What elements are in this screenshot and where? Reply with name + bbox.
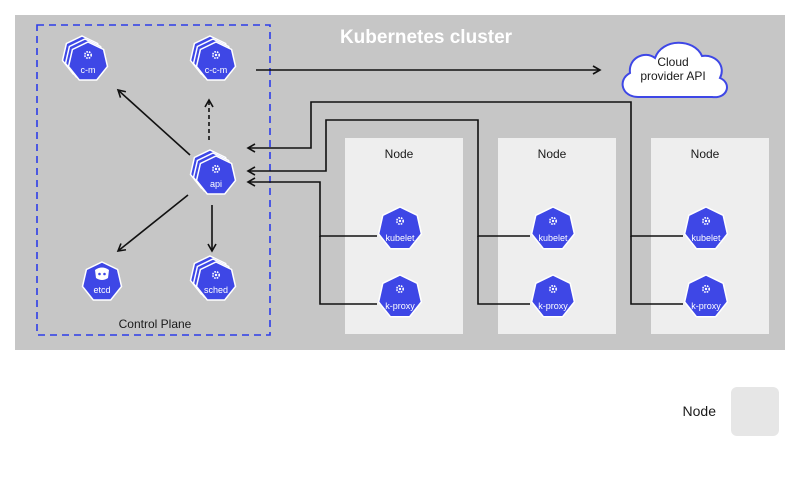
kubelet-label: kubelet [385,233,415,243]
route-node-2 [246,119,530,237]
cloud-icon [621,41,728,99]
legend: Node [683,387,779,436]
node-3-kubelet: kubelet [683,206,729,250]
node-label-3: Node [691,147,720,161]
component-cm: c-m [61,35,109,81]
connections [116,65,683,305]
cloud-label-line1: Cloud [657,55,688,69]
node-1-kubelet: kubelet [377,206,423,250]
legend-label: Node [683,403,717,419]
route-node-2-proxy [477,236,530,305]
legend-swatch [731,387,779,436]
api-label: api [210,179,222,189]
node-3-kproxy: k-proxy [683,274,729,318]
cloud-label-line2: provider API [640,69,705,83]
ccm-label: c-c-m [205,65,228,75]
route-node-1 [246,177,377,237]
node-label-1: Node [385,147,414,161]
arrow-api-to-cm [116,88,191,156]
cm-label: c-m [81,65,96,75]
kproxy-label: k-proxy [385,301,415,311]
node-2-kubelet: kubelet [530,206,576,250]
component-sched: sched [189,255,237,301]
sched-label: sched [204,285,228,295]
etcd-label: etcd [93,285,110,295]
route-node-1-proxy [319,236,377,305]
cluster-title: Kubernetes cluster [340,27,513,48]
control-plane-box [36,24,271,336]
kubelet-label: kubelet [691,233,721,243]
arrow-api-to-etcd [116,194,189,253]
etcd-icon [95,267,109,280]
component-api: api [189,149,237,195]
cloud-provider: Cloud provider API [621,41,728,99]
route-node-3 [246,101,683,237]
node-1-kproxy: k-proxy [377,274,423,318]
control-plane-label: Control Plane [119,317,192,331]
component-etcd: etcd [81,261,123,301]
node-2-kproxy: k-proxy [530,274,576,318]
route-node-3-proxy [630,236,683,305]
node-label-2: Node [538,147,567,161]
kubelet-label: kubelet [538,233,568,243]
component-ccm: c-c-m [189,35,237,81]
kproxy-label: k-proxy [691,301,721,311]
kproxy-label: k-proxy [538,301,568,311]
